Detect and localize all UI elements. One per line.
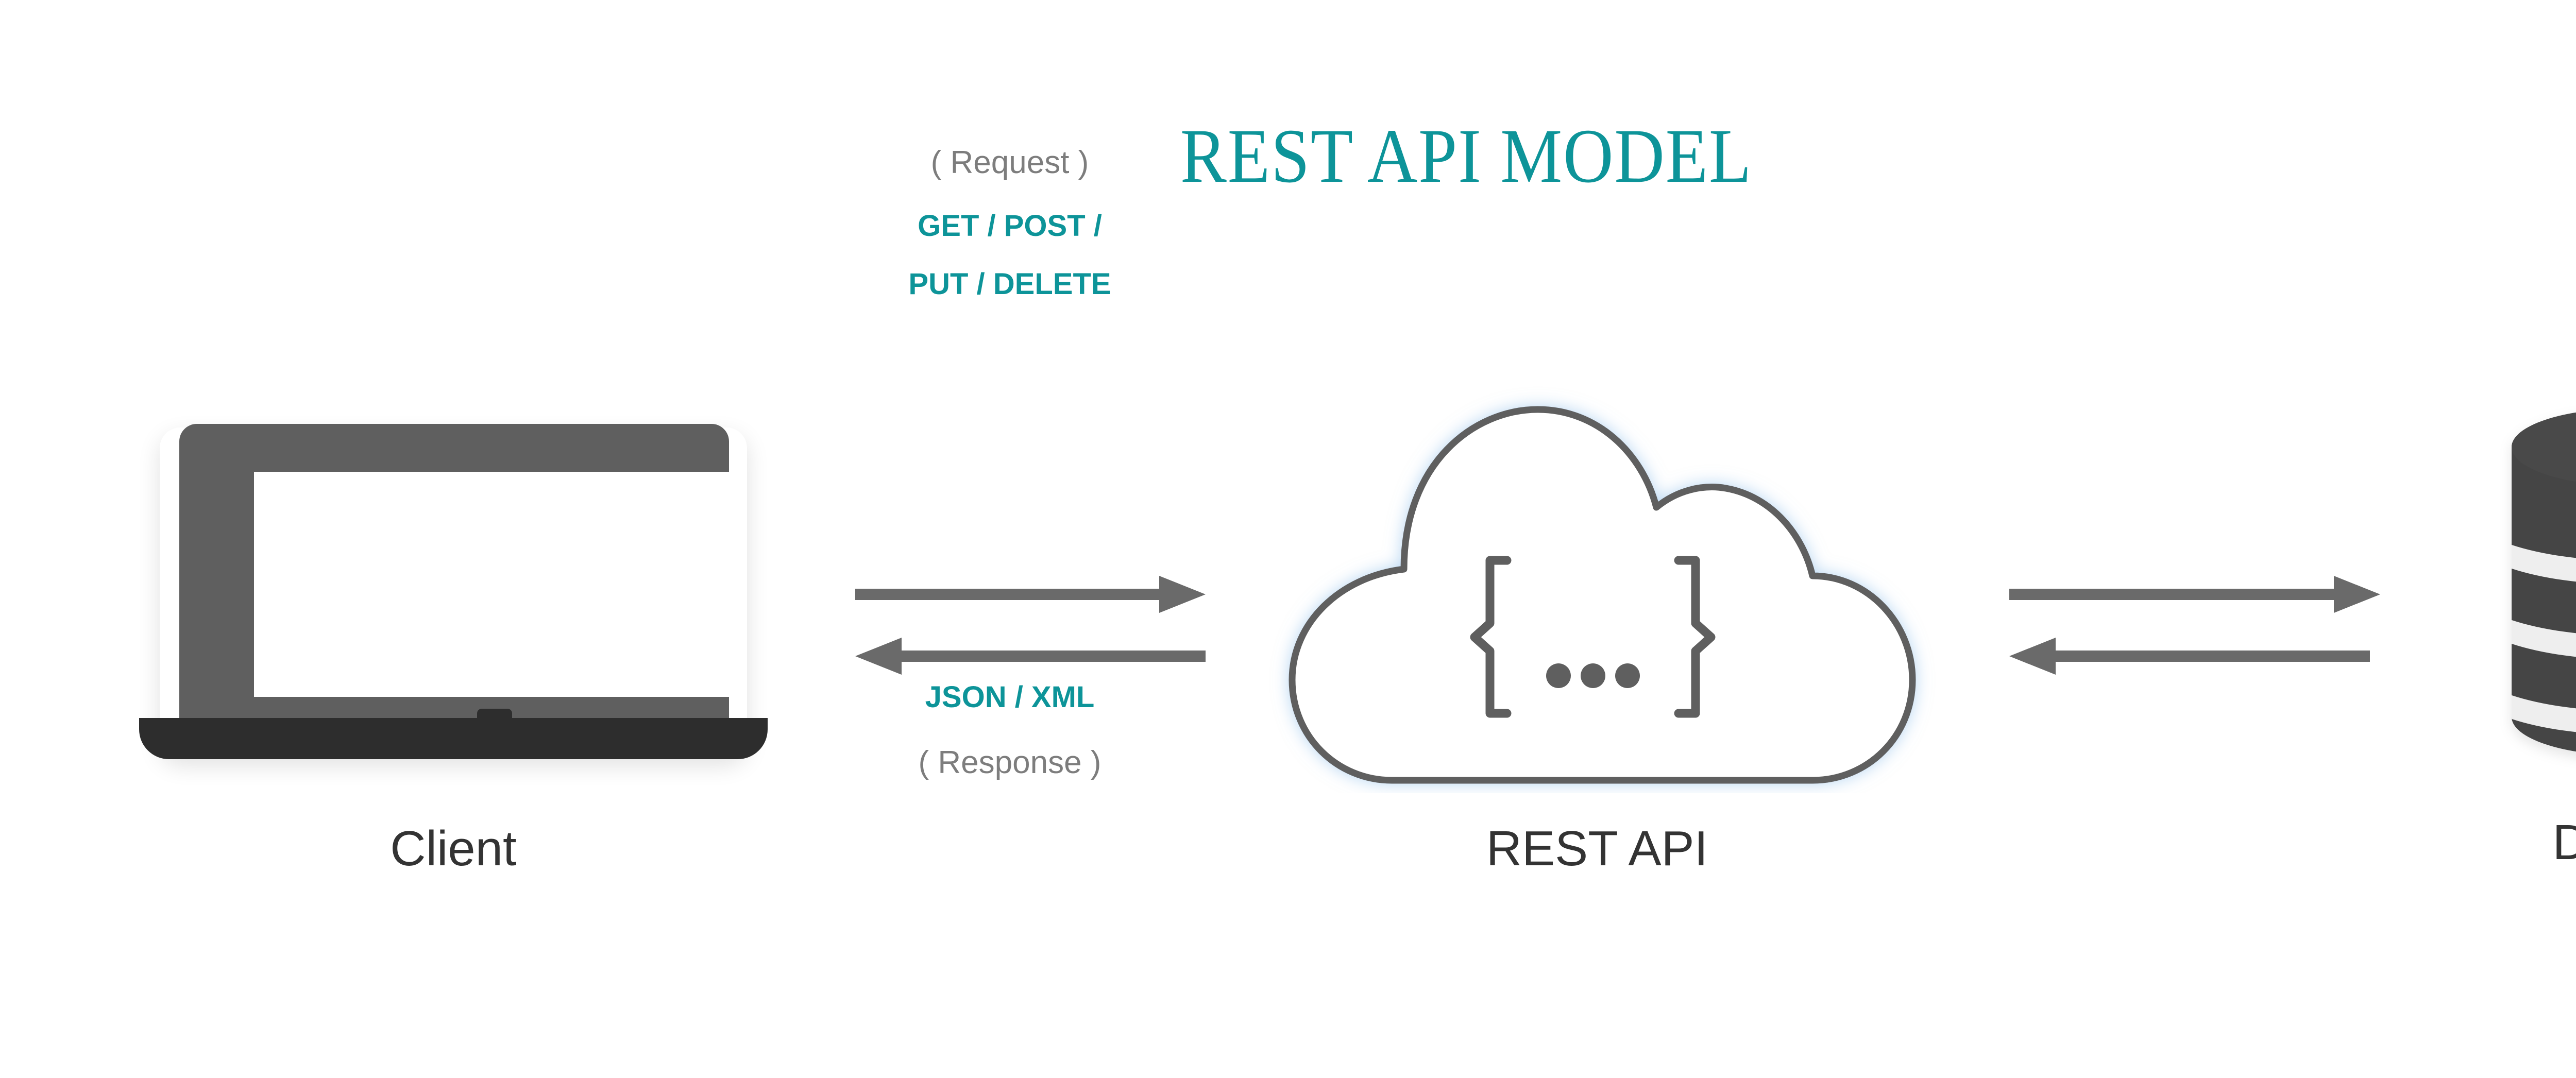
disk-separator-1 (2512, 506, 2576, 585)
laptop-body (179, 424, 736, 728)
request-paren-label: ( Request ) (930, 145, 1089, 180)
right-brace-icon (1674, 556, 1716, 718)
cloud-ellipsis-dots (1546, 663, 1640, 688)
ellipsis-dot-3 (1615, 663, 1640, 688)
laptop-screen (254, 472, 736, 697)
arrow-api-to-database (2009, 576, 2380, 613)
laptop-base (139, 718, 768, 759)
request-methods-label-1: GET / POST / (918, 209, 1102, 243)
laptop-icon (139, 412, 768, 773)
arrow-database-to-api (2009, 638, 2370, 675)
api-database-arrows (2009, 561, 2401, 690)
database-cylinder-icon (2483, 391, 2576, 783)
request-methods-line-2: PUT / DELETE (788, 269, 1231, 299)
disk-separator-3 (2512, 656, 2576, 735)
page-title: REST API MODEL (1180, 113, 1753, 199)
arrow-client-to-api (855, 576, 1206, 613)
database-caption: Database (2552, 815, 2576, 870)
cloud-icon (1257, 381, 1947, 793)
response-formats-label: JSON / XML (925, 680, 1095, 714)
request-methods-line-1: GET / POST / (788, 211, 1231, 241)
response-label-block: ( Response ) (788, 747, 1231, 779)
arrow-api-to-client (855, 638, 1206, 675)
left-brace-icon (1470, 556, 1512, 718)
disk-separator-2 (2512, 581, 2576, 660)
rest-api-caption: REST API (1486, 821, 1708, 876)
database-body (2512, 412, 2576, 752)
client-caption: Client (390, 821, 517, 876)
client-api-arrows (855, 561, 1226, 690)
cloud-outline (1289, 406, 1916, 784)
response-paren-label: ( Response ) (918, 745, 1101, 780)
response-formats-line: JSON / XML (788, 682, 1231, 712)
request-methods-label-2: PUT / DELETE (908, 267, 1111, 301)
request-label-block: ( Request ) (788, 147, 1231, 179)
database-disk-separators (2512, 506, 2576, 735)
database-top-cap (2512, 412, 2576, 482)
ellipsis-dot-2 (1581, 663, 1605, 688)
cloud-braces-glyph (1470, 556, 1716, 718)
ellipsis-dot-1 (1546, 663, 1571, 688)
